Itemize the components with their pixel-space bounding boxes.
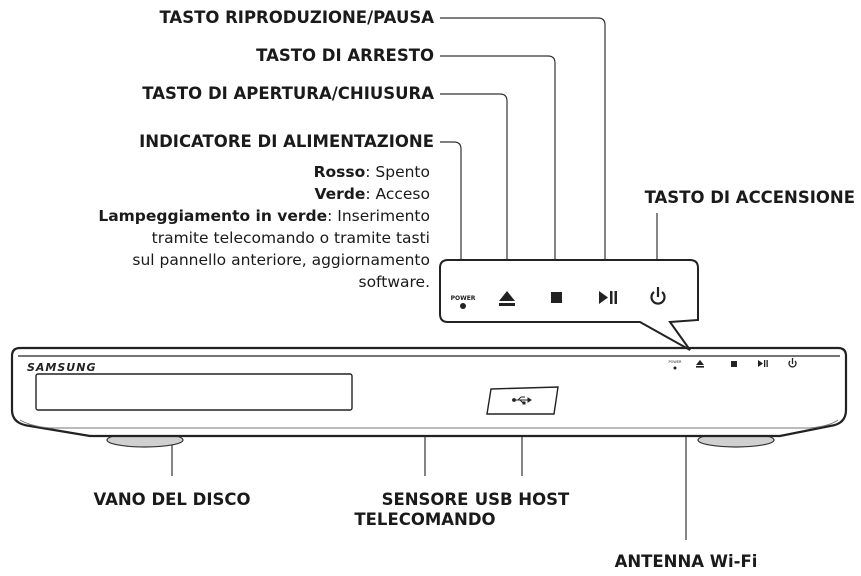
indicator-state-green: Verde: Acceso	[314, 185, 430, 203]
label-remote-sensor-line1: SENSORE	[381, 490, 469, 509]
leader-play-pause	[440, 17, 606, 286]
indicator-description: Rosso: Spento Verde: Acceso Lampeggiamen…	[98, 161, 430, 293]
play-pause-icon	[599, 291, 617, 304]
callout-icons	[460, 287, 666, 309]
callout-power-text: POWER	[451, 295, 476, 302]
indicator-extra-line: software.	[358, 273, 431, 291]
device-panel-icons	[673, 358, 797, 370]
eject-icon	[499, 291, 515, 306]
label-disc-tray: VANO DEL DISCO	[93, 490, 251, 509]
panel-power-text: POWER	[669, 360, 683, 364]
disc-tray	[35, 373, 353, 411]
stop-icon	[551, 292, 562, 303]
device-body	[10, 346, 848, 438]
label-play-pause: TASTO RIPRODUZIONE/PAUSA	[159, 8, 434, 27]
power-led-icon	[460, 303, 466, 309]
label-power-button: TASTO DI ACCENSIONE	[644, 188, 855, 207]
label-usb-host: USB HOST	[474, 490, 570, 509]
label-power-indicator: INDICATORE DI ALIMENTAZIONE	[139, 132, 434, 151]
indicator-state-red: Rosso: Spento	[313, 163, 430, 181]
indicator-extra-line: sul pannello anteriore, aggiornamento	[132, 251, 430, 269]
label-wifi-antenna: ANTENNA Wi-Fi	[614, 552, 758, 571]
leader-power-indicator	[440, 141, 462, 286]
label-remote-sensor: SENSORE TELECOMANDO	[325, 490, 525, 530]
indicator-state-blinking: Lampeggiamento in verde: Inserimento	[98, 207, 430, 225]
indicator-extra-line: tramite telecomando o tramite tasti	[151, 229, 430, 247]
label-open-close: TASTO DI APERTURA/CHIUSURA	[142, 84, 434, 103]
zoom-callout	[439, 259, 699, 351]
brand-logo: SAMSUNG	[27, 361, 96, 374]
power-icon	[650, 287, 666, 305]
label-remote-sensor-line2: TELECOMANDO	[354, 510, 496, 529]
leader-open-close	[440, 93, 508, 286]
label-stop: TASTO DI ARRESTO	[256, 46, 434, 65]
usb-icon	[512, 396, 532, 405]
leader-stop	[440, 55, 556, 286]
